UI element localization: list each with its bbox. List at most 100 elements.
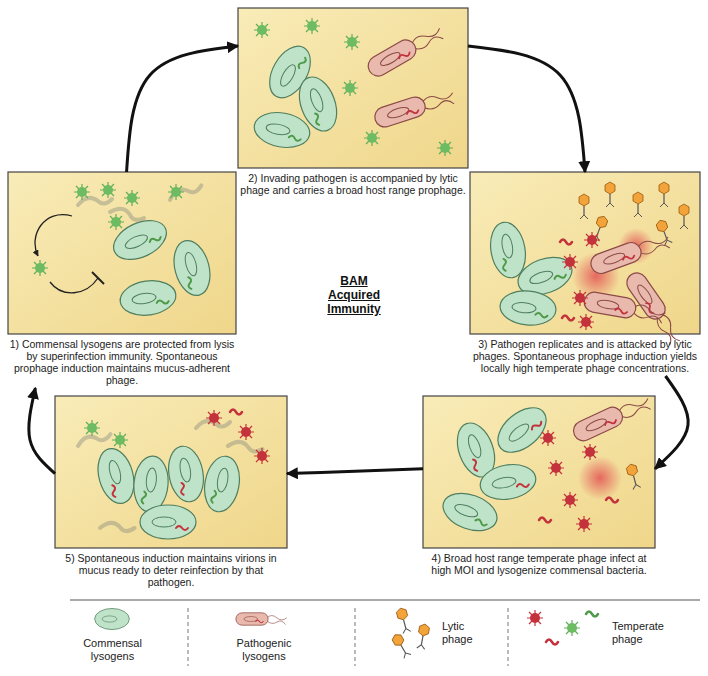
panel-one-art	[78, 198, 112, 205]
panel-five-art	[200, 453, 243, 514]
legend-label: Temperate phage	[612, 620, 692, 646]
panel-one-art	[74, 184, 90, 200]
panel-four-art	[606, 498, 618, 503]
panel-three-art	[583, 291, 667, 325]
legend-art	[70, 599, 700, 600]
panel-four-art	[477, 460, 538, 503]
panel-five-art	[140, 505, 196, 539]
legend-label: Commensal lysogens	[75, 637, 150, 663]
panel-four-art	[438, 391, 653, 537]
panel-three-art	[679, 204, 689, 229]
panel-two-art	[364, 130, 380, 146]
panel-frames	[8, 172, 236, 334]
legend-art	[508, 608, 509, 666]
panel-three-art	[633, 192, 643, 217]
panel-one-art	[100, 182, 116, 198]
panel-four-art	[562, 492, 578, 508]
panel-three-art	[486, 182, 689, 348]
legend-label: Pathogenic lysogens	[225, 637, 303, 663]
legend-art	[527, 610, 543, 626]
cycle-arrow	[655, 376, 688, 469]
legend-art	[188, 608, 189, 666]
panel-three-art	[572, 290, 588, 306]
panel-two-art	[364, 21, 445, 79]
panel-one-art	[168, 184, 203, 200]
panel-one-art	[168, 184, 184, 200]
panel-two-art	[342, 80, 358, 96]
legend-art	[355, 608, 356, 666]
panel-one-art	[50, 278, 98, 293]
panel-one-art	[108, 214, 124, 230]
panel-two-art	[304, 18, 320, 34]
panel-one-art	[92, 272, 104, 284]
panel-two-art	[437, 140, 453, 156]
panel-five-art	[100, 521, 135, 534]
panel-five-art	[77, 410, 270, 540]
panel-four-art	[576, 516, 592, 532]
panel-one-art	[118, 277, 178, 318]
legend-art	[236, 613, 287, 625]
panel: 3) Pathogen replicates and is attacked b…	[470, 172, 700, 376]
cycle-arrow	[127, 46, 238, 172]
panel-frames	[55, 396, 287, 548]
panel-five-art	[84, 420, 100, 436]
legend-art	[391, 632, 412, 659]
legend-art	[95, 608, 130, 629]
panel-caption: 1) Commensal lysogens are protected from…	[8, 338, 236, 386]
panel-one-art	[107, 213, 172, 267]
panel-three-art	[578, 314, 594, 330]
panel-two-art	[254, 22, 270, 38]
panel-one-art	[168, 237, 215, 300]
panel-three-art	[588, 229, 672, 276]
panel-caption: 5) Spontaneous induction maintains virio…	[55, 552, 287, 588]
panel-three-art	[560, 240, 572, 245]
legend-art	[586, 612, 598, 617]
panel-three-art	[562, 254, 578, 270]
panel-four-art	[540, 430, 556, 446]
panel-five-art	[112, 432, 128, 448]
panel-four-art	[539, 518, 551, 523]
panel: 4) Broad host range temperate phage infe…	[423, 396, 655, 578]
cycle-arrow	[468, 46, 585, 172]
panel-three-art	[584, 232, 600, 248]
panel-four-art	[582, 444, 598, 460]
panel-four-art	[490, 399, 555, 461]
panel-three-art	[659, 182, 669, 207]
cycle-arrow	[29, 388, 55, 474]
panel-one-art	[32, 260, 48, 276]
panel-frames	[8, 8, 700, 548]
legend-art	[564, 620, 580, 636]
panel-two-art	[251, 108, 312, 151]
panel-four-art	[578, 456, 622, 500]
panel-four-art	[548, 460, 564, 476]
panel-four-art	[438, 486, 502, 537]
panel: 2) Invading pathogen is accompanied by l…	[238, 8, 468, 198]
panel: 5) Spontaneous induction maintains virio…	[55, 396, 287, 590]
diagram-title: BAM Acquired Immunity	[314, 274, 394, 316]
panel-four-art	[570, 391, 653, 444]
panel-caption: 2) Invading pathogen is accompanied by l…	[238, 172, 468, 196]
panel-one-art	[124, 190, 140, 206]
cycle-arrow	[287, 469, 423, 474]
panel-two-art	[344, 34, 360, 50]
panel-five-art	[77, 433, 112, 446]
panel-three-art	[499, 289, 558, 328]
panel-two-art	[251, 18, 456, 156]
panel-five-art	[228, 439, 263, 455]
panel-caption: 3) Pathogen replicates and is attacked b…	[470, 338, 700, 374]
panel-five-art	[230, 410, 242, 415]
panel-one-art	[35, 215, 72, 256]
panel-five-art	[238, 424, 254, 440]
panel-three-art	[562, 316, 574, 321]
legend-art	[70, 600, 700, 666]
panel: 1) Commensal lysogens are protected from…	[8, 172, 236, 388]
panel-five-art	[164, 443, 207, 504]
legend-art	[416, 623, 430, 649]
panel-five-art	[92, 445, 139, 508]
panel-two-art	[372, 85, 456, 129]
legend-art	[396, 607, 412, 634]
panel-frames	[238, 8, 468, 168]
panel-five-art	[254, 448, 270, 464]
